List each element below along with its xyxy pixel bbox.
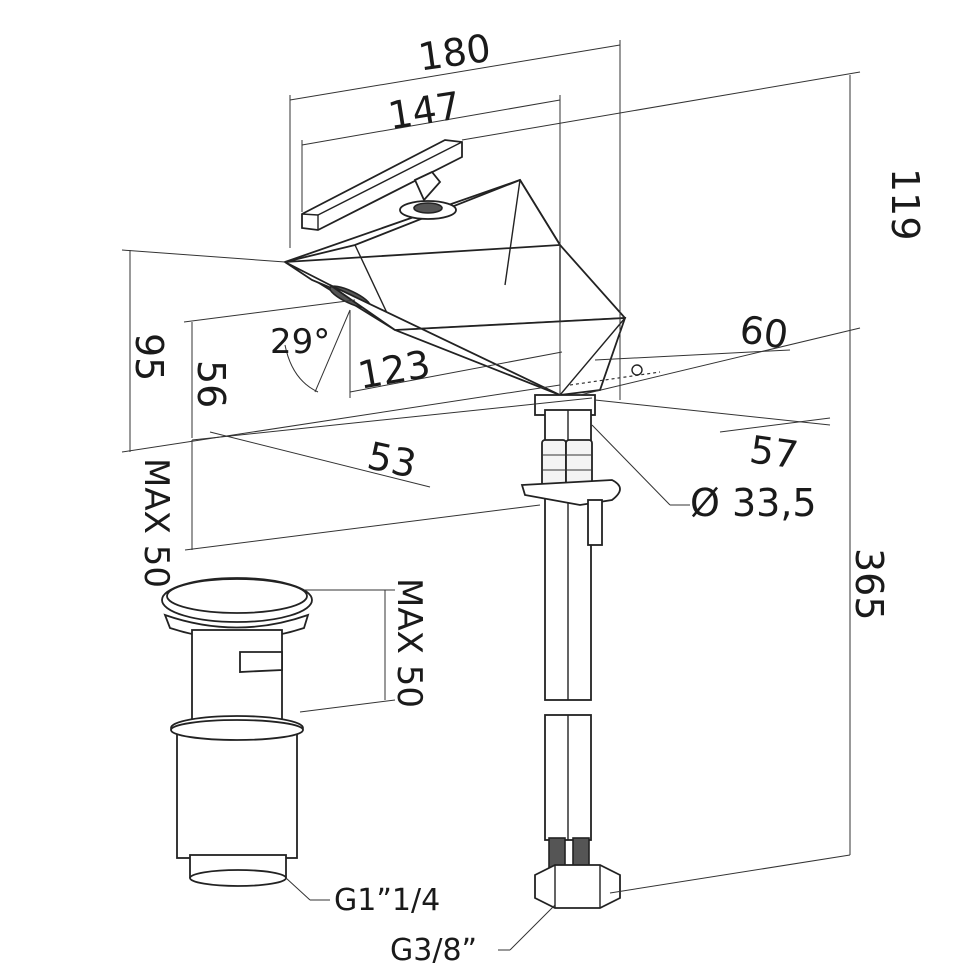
dim-29-angle: 29° <box>270 322 330 362</box>
dim-max50-left: MAX 50 <box>136 458 176 588</box>
dim-147: 147 <box>385 83 464 138</box>
dimension-labels: 180 147 119 95 56 29° 123 60 57 53 Ø 33,… <box>127 26 927 968</box>
dimension-lines <box>121 40 861 951</box>
dim-60: 60 <box>737 307 791 357</box>
label-g3-8: G3/8” <box>390 933 477 968</box>
shank-and-hoses <box>520 394 621 909</box>
dim-180: 180 <box>416 26 494 80</box>
dim-95: 95 <box>127 333 171 381</box>
dim-56: 56 <box>189 360 233 408</box>
faucet-body <box>282 178 627 397</box>
dim-365: 365 <box>847 548 891 621</box>
dim-max50-right: MAX 50 <box>389 578 429 708</box>
dim-119: 119 <box>883 168 927 241</box>
dim-57: 57 <box>747 427 801 477</box>
waste-valve <box>161 577 313 887</box>
dim-diameter-33-5: Ø 33,5 <box>690 481 817 525</box>
dim-123: 123 <box>355 342 434 398</box>
label-g1-1-4: G1”1/4 <box>334 883 440 918</box>
handle-lever <box>301 139 463 231</box>
dim-53: 53 <box>364 434 420 487</box>
